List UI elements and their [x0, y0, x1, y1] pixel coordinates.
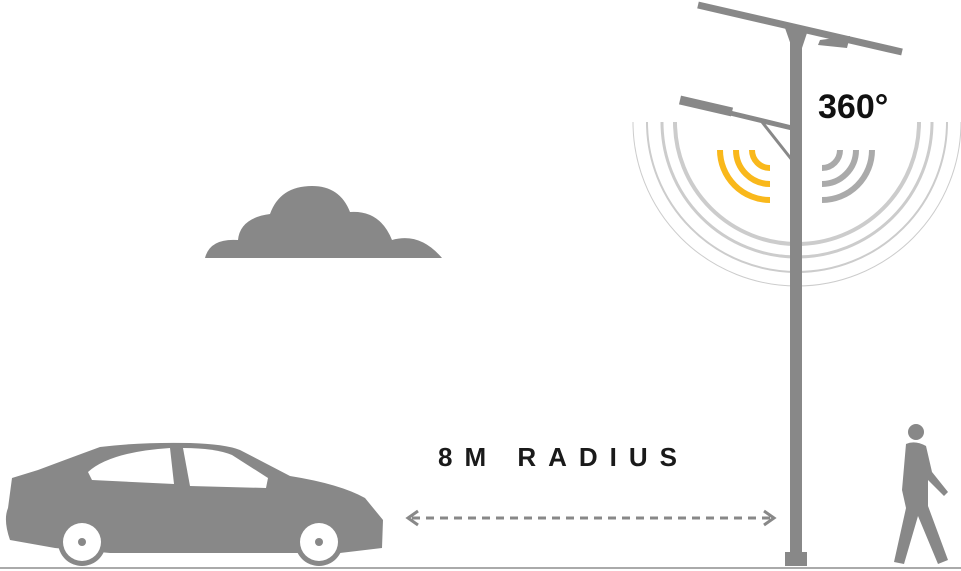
- cloud-icon: [205, 186, 442, 258]
- double-arrow-icon: [405, 509, 777, 527]
- moon-icon: [203, 147, 242, 191]
- angle-label: 360°: [818, 88, 889, 126]
- wheel: [58, 518, 106, 566]
- pedestrian-icon: [894, 424, 948, 564]
- car-icon: [5, 442, 384, 566]
- sensor-wave-icon: [717, 149, 875, 203]
- wheel: [295, 518, 343, 566]
- radius-label: 8M RADIUS: [438, 442, 690, 472]
- street-light-icon: [678, 1, 903, 566]
- solar-panel-icon: [697, 1, 903, 56]
